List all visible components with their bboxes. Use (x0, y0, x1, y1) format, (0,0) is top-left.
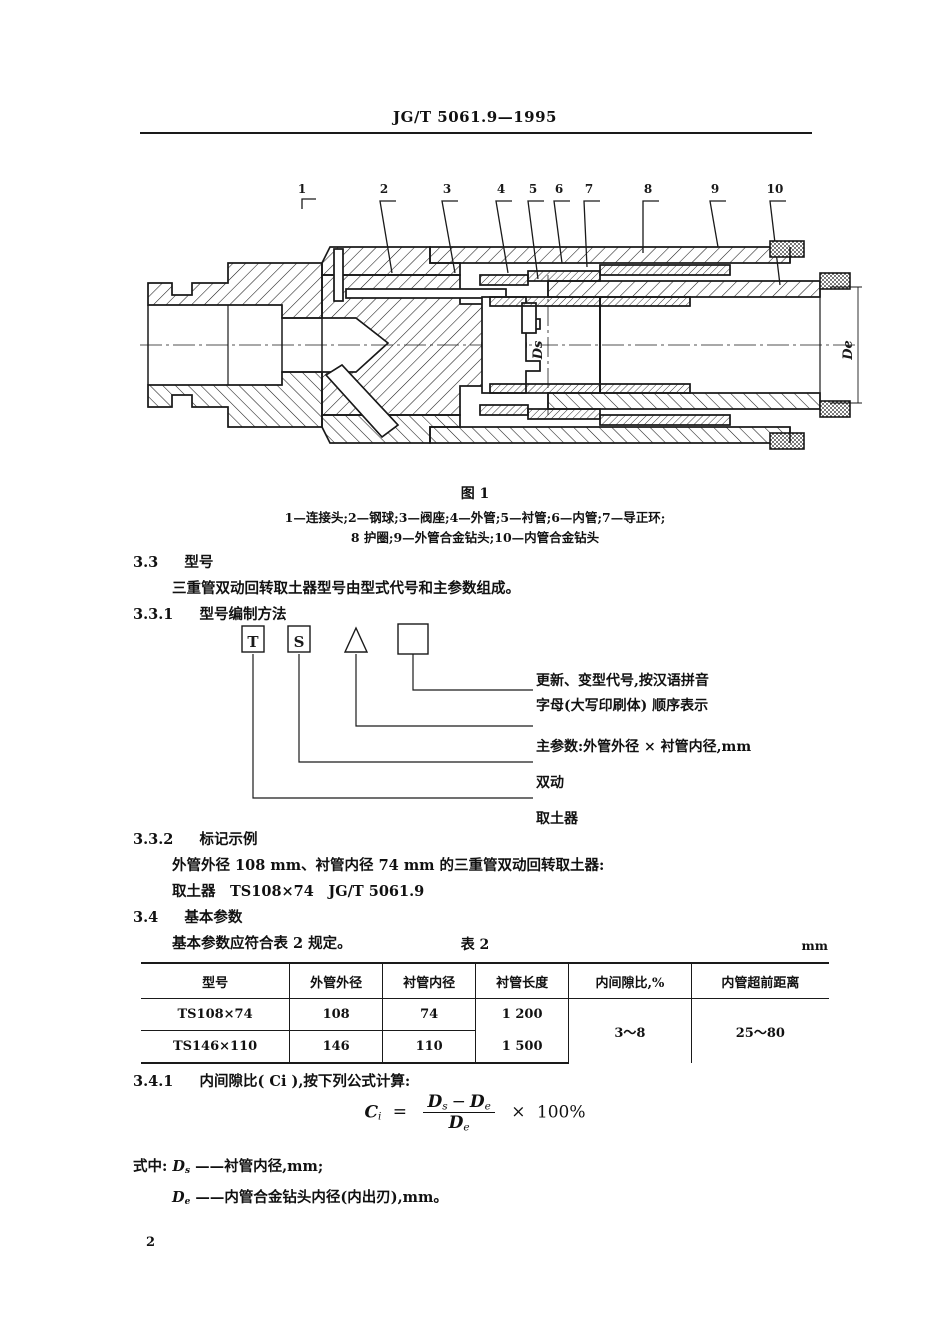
figure-caption: 图 1 (460, 486, 490, 502)
formula-inner-gap-ratio: Ci = Ds−De De × 100% (0, 1092, 950, 1134)
model-designation-diagram: T S 更新、变型代号,按汉语拼音 字母(大写印刷体) 顺序表示 主参数:外管外… (130, 618, 870, 827)
leader-number-5: 5 (529, 182, 537, 196)
leader-number-4: 4 (497, 182, 505, 196)
leader-number-3: 3 (443, 182, 451, 196)
formula-where-line-1: 式中: Ds ——衬管内径,mm; (133, 1155, 323, 1176)
section-3-3-2-number: 3.3.2 (133, 831, 174, 848)
code-box-s: S (294, 633, 305, 651)
section-3-3-2-heading: 3.3.2 标记示例 (133, 828, 258, 849)
cell-liner-id-1: 74 (382, 998, 477, 1031)
code-note-update-line2: 字母(大写印刷体) 顺序表示 (536, 698, 709, 714)
leader-number-1: 1 (298, 182, 306, 196)
section-3-4-1-heading: 3.4.1 内间隙比( Ci ),按下列公式计算: (133, 1070, 410, 1091)
table-header-outer-dia: 外管外径 (289, 962, 384, 999)
formula-percent: 100% (536, 1102, 586, 1123)
section-3-4-heading: 3.4 基本参数 (133, 906, 242, 927)
figure-legend-line-1: 1—连接头;2—钢球;3—阀座;4—外管;5—衬管;6—内管;7—导正环; (284, 510, 666, 525)
section-3-3-number: 3.3 (133, 554, 159, 571)
leader-number-8: 8 (644, 182, 652, 196)
section-3-3-title: 型号 (184, 554, 214, 571)
code-note-main-parameter: 主参数:外管外径 × 衬管内径,mm (536, 739, 752, 755)
denom-sub: e (463, 1121, 470, 1134)
figure-legend: 1—连接头;2—钢球;3—阀座;4—外管;5—衬管;6—内管;7—导正环; 8 … (0, 508, 950, 548)
table-header-row: 型号 外管外径 衬管内径 衬管长度 内间隙比,% 内管超前距离 (141, 962, 829, 999)
formula-minus: − (451, 1092, 466, 1112)
table-header-model: 型号 (141, 962, 291, 999)
formula-denominator: De (423, 1113, 494, 1133)
formula-def1-subscript: s (185, 1165, 191, 1176)
formula-numerator: Ds−De (423, 1092, 495, 1114)
section-3-3-1-title: 型号编制方法 (199, 606, 287, 623)
section-3-3-1-heading: 3.3.1 型号编制方法 (133, 603, 287, 624)
figure-1-drawing: Ds De 1 2 3 4 5 6 7 8 9 10 (130, 175, 870, 475)
code-note-double-acting: 双动 (536, 775, 564, 791)
section-3-3-heading: 3.3 型号 (133, 551, 213, 572)
formula-def1-text: ——衬管内径,mm; (195, 1158, 324, 1175)
cell-liner-id-2: 110 (382, 1030, 477, 1064)
dimension-label-ds: Ds (531, 340, 546, 360)
section-3-3-2-title: 标记示例 (199, 831, 258, 848)
section-3-4-number: 3.4 (133, 909, 159, 926)
table-row: TS146×110 146 110 1 500 (141, 1030, 829, 1064)
page-number: 2 (146, 1235, 156, 1250)
table-2-title: 表 2 (460, 937, 490, 953)
section-3-3-1-number: 3.3.1 (133, 606, 174, 623)
section-3-3-2-example-line-1: 外管外径 108 mm、衬管内径 74 mm 的三重管双动回转取土器: (172, 857, 605, 874)
table-header-gap-ratio: 内间隙比,% (568, 962, 692, 999)
formula-lhs-subscript: i (378, 1110, 382, 1123)
formula-fraction: Ds−De De (423, 1092, 495, 1134)
formula-def1-symbol: D (172, 1158, 185, 1175)
cell-lead-distance: 25～80 (690, 998, 829, 1063)
formula-def2-text: ——内管合金钻头内径(内出刃),mm。 (195, 1189, 448, 1206)
cell-outer-dia-2: 146 (289, 1030, 384, 1064)
numer-b: D (469, 1092, 485, 1112)
table-2-unit: mm (801, 938, 828, 953)
dimension-label-de: De (841, 340, 856, 361)
formula-equals: = (392, 1102, 408, 1123)
section-3-4-1-number: 3.4.1 (133, 1073, 174, 1090)
section-3-3-2-example-line-2: 取土器 TS108×74 JG/T 5061.9 (172, 883, 425, 900)
code-note-update-line1: 更新、变型代号,按汉语拼音 (536, 673, 709, 689)
cell-outer-dia-1: 108 (289, 998, 384, 1031)
formula-def2-subscript: e (184, 1196, 191, 1207)
section-3-4-body: 基本参数应符合表 2 规定。 (172, 935, 352, 952)
table-header-lead-distance: 内管超前距离 (690, 962, 829, 999)
page-header-standard-code: JG/T 5061.9—1995 (393, 108, 557, 126)
table-2-basic-parameters: 型号 外管外径 衬管内径 衬管长度 内间隙比,% 内管超前距离 TS108×74… (141, 962, 829, 1064)
numer-a-sub: s (442, 1100, 448, 1113)
leader-number-10: 10 (767, 182, 784, 196)
formula-where-line-2: De ——内管合金钻头内径(内出刃),mm。 (172, 1186, 448, 1207)
table-header-liner-id: 衬管内径 (382, 962, 477, 999)
code-box-t: T (247, 633, 259, 651)
leader-number-6: 6 (555, 182, 563, 196)
cell-model-1: TS108×74 (141, 998, 291, 1031)
leader-number-7: 7 (585, 182, 593, 196)
cell-liner-length-2: 1 500 (475, 1030, 570, 1064)
numer-a: D (427, 1092, 443, 1112)
figure-legend-line-2: 8 护圈;9—外管合金钻头;10—内管合金钻头 (350, 530, 600, 545)
denom: D (448, 1113, 464, 1134)
leader-number-9: 9 (711, 182, 719, 196)
section-3-4-1-text: 内间隙比( Ci ),按下列公式计算: (199, 1073, 411, 1090)
table-row: TS108×74 108 74 1 200 3～8 25～80 (141, 998, 829, 1063)
section-3-4-title: 基本参数 (184, 909, 243, 926)
leader-number-2: 2 (380, 182, 388, 196)
header-divider-rule (140, 132, 812, 134)
formula-where-label: 式中: (133, 1158, 168, 1175)
cell-gap-ratio: 3～8 (568, 998, 692, 1063)
numer-b-sub: e (484, 1100, 491, 1113)
formula-def2-symbol: D (172, 1189, 185, 1206)
cell-liner-length-1: 1 200 (475, 998, 570, 1031)
cell-model-2: TS146×110 (141, 1030, 291, 1064)
section-3-3-body: 三重管双动回转取土器型号由型式代号和主参数组成。 (172, 580, 520, 597)
table-header-liner-length: 衬管长度 (475, 962, 570, 999)
formula-lhs: C (364, 1102, 379, 1123)
code-note-sampler: 取土器 (536, 811, 578, 827)
formula-times: × (511, 1102, 526, 1123)
